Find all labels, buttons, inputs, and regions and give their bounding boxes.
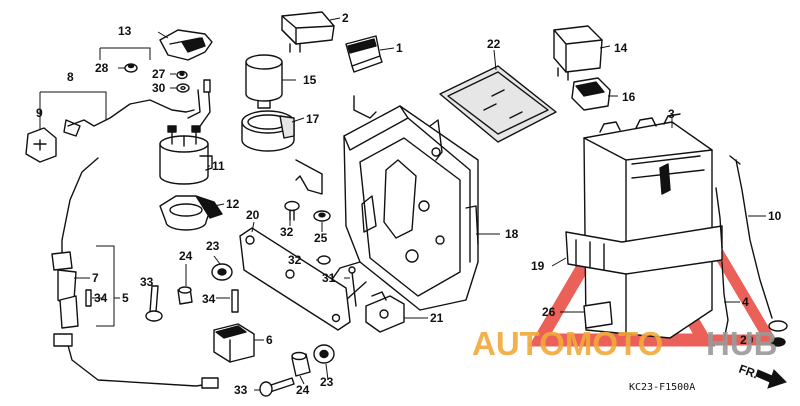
watermark-wordmark: AUTOMOTO HUB — [472, 325, 778, 362]
label-20: 20 — [246, 208, 260, 222]
label-6: 6 — [266, 333, 273, 347]
part-bolt-29 — [770, 337, 786, 347]
label-24a: 24 — [179, 249, 193, 263]
label-8: 8 — [67, 70, 74, 84]
label-10: 10 — [768, 209, 782, 223]
part-holder-12 — [159, 195, 223, 231]
label-32b: 32 — [288, 253, 302, 267]
part-relay-2 — [281, 11, 335, 53]
part-cable-4 — [715, 187, 729, 341]
label-15: 15 — [303, 73, 317, 87]
part-clip-21 — [365, 291, 405, 333]
drawing-code: KC23-F1500A — [629, 382, 695, 393]
part-band-17 — [241, 110, 295, 152]
front-direction-label: FR. — [737, 362, 760, 382]
label-27: 27 — [152, 67, 166, 81]
label-14: 14 — [614, 41, 628, 55]
part-pin-34a — [85, 289, 92, 307]
part-battery-box-18 — [325, 95, 479, 311]
label-17: 17 — [306, 112, 320, 126]
part-nut-27 — [176, 70, 188, 80]
label-4: 4 — [742, 295, 749, 309]
part-case-19 — [565, 225, 723, 275]
label-25: 25 — [314, 231, 328, 245]
label-7: 7 — [92, 271, 99, 285]
part-rubber-cover-1 — [345, 35, 383, 73]
front-direction-indicator: FR. — [737, 362, 787, 389]
label-9: 9 — [36, 106, 43, 120]
label-32a: 32 — [280, 225, 294, 239]
part-cable-8 — [63, 79, 211, 137]
label-22: 22 — [487, 37, 501, 51]
part-pad-26 — [583, 301, 613, 329]
part-cable-10 — [729, 155, 788, 332]
part-screw-32b — [317, 255, 331, 265]
label-16: 16 — [622, 90, 636, 104]
label-34b: 34 — [202, 292, 216, 306]
part-pin-34b — [231, 289, 239, 313]
part-collar-24a — [177, 286, 193, 305]
part-cover-13 — [159, 29, 213, 61]
part-harness-left — [51, 157, 219, 389]
part-nut-25 — [313, 210, 331, 222]
part-grommet-23b — [313, 344, 335, 364]
label-12: 12 — [226, 197, 240, 211]
leader-lines — [39, 17, 766, 391]
part-number-labels: 13 2 1 22 14 16 3 8 28 27 30 15 9 17 11 … — [36, 11, 782, 397]
label-11: 11 — [212, 159, 225, 173]
label-34a: 34 — [94, 291, 108, 305]
label-33a: 33 — [140, 275, 154, 289]
label-21: 21 — [430, 311, 444, 325]
watermark-word-accent: HUB — [706, 325, 778, 362]
part-connector-16 — [571, 77, 611, 111]
label-19: 19 — [531, 259, 545, 273]
label-33b: 33 — [234, 383, 248, 397]
label-23b: 23 — [320, 375, 334, 389]
label-28: 28 — [95, 61, 109, 75]
label-26: 26 — [542, 305, 556, 319]
label-2: 2 — [342, 11, 349, 25]
label-23a: 23 — [206, 239, 220, 253]
part-relay-14 — [553, 25, 603, 81]
label-5: 5 — [122, 291, 129, 305]
part-bolt-33b — [259, 377, 295, 397]
watermark-word-main: AUTOMOTO — [472, 325, 663, 362]
label-30: 30 — [152, 81, 166, 95]
part-collar-24b — [291, 351, 311, 377]
label-13: 13 — [118, 24, 132, 38]
label-18: 18 — [505, 227, 519, 241]
part-starter-relay-11 — [159, 125, 213, 185]
part-pin-31 — [348, 266, 357, 307]
part-pad-22 — [439, 65, 557, 143]
label-3: 3 — [668, 107, 675, 121]
part-grommet-23a — [211, 263, 233, 281]
part-nut-28 — [124, 63, 138, 73]
part-screw-32a — [284, 200, 300, 221]
part-bracket-20 — [239, 159, 351, 331]
part-bolt-33a — [145, 285, 163, 322]
label-31: 31 — [322, 271, 336, 285]
label-24b: 24 — [296, 383, 310, 397]
part-washer-30 — [176, 83, 190, 93]
part-boot-9 — [25, 127, 57, 163]
label-1: 1 — [396, 41, 403, 55]
part-cylinder-15 — [245, 54, 283, 109]
part-holder-6 — [213, 323, 255, 363]
front-direction-arrow-icon — [755, 369, 787, 389]
label-29: 29 — [740, 333, 754, 347]
